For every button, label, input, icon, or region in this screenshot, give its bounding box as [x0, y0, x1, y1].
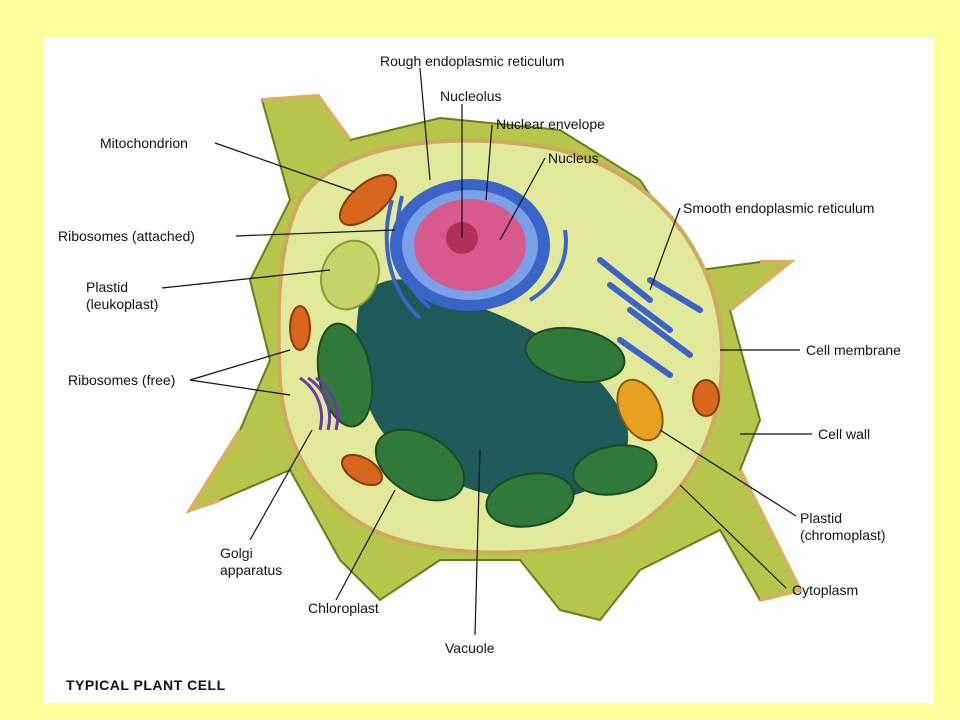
label-plastid-leukoplast: Plastid (leukoplast)	[86, 279, 159, 312]
smooth-er	[597, 257, 703, 378]
label-ribosomes-attached: Ribosomes (attached)	[58, 228, 195, 244]
label-cell-wall: Cell wall	[818, 426, 871, 442]
leader-lines	[161, 67, 812, 636]
label-rough-er: Rough endoplasmic reticulum	[380, 53, 565, 69]
nucleus	[390, 179, 550, 311]
label-nuclear-envelope: Nuclear envelope	[496, 116, 605, 132]
label-golgi: Golgi apparatus	[220, 545, 283, 578]
chloroplasts	[316, 322, 658, 528]
rough-er	[384, 195, 568, 320]
label-cell-membrane: Cell membrane	[806, 342, 901, 358]
label-mitochondrion: Mitochondrion	[100, 135, 188, 151]
label-plastid-chromoplast: Plastid (chromoplast)	[800, 510, 886, 543]
label-cytoplasm: Cytoplasm	[792, 582, 859, 598]
leukoplast	[320, 239, 380, 311]
chromoplast	[616, 378, 664, 442]
label-chloroplast: Chloroplast	[308, 600, 379, 616]
mitochondria	[289, 173, 720, 487]
label-smooth-er: Smooth endoplasmic reticulum	[683, 200, 875, 216]
label-vacuole: Vacuole	[445, 640, 495, 656]
golgi-apparatus	[299, 376, 340, 431]
label-nucleolus: Nucleolus	[440, 88, 502, 104]
figure-caption: TYPICAL PLANT CELL	[66, 677, 226, 693]
label-ribosomes-free: Ribosomes (free)	[68, 372, 176, 388]
label-nucleus: Nucleus	[548, 150, 599, 166]
